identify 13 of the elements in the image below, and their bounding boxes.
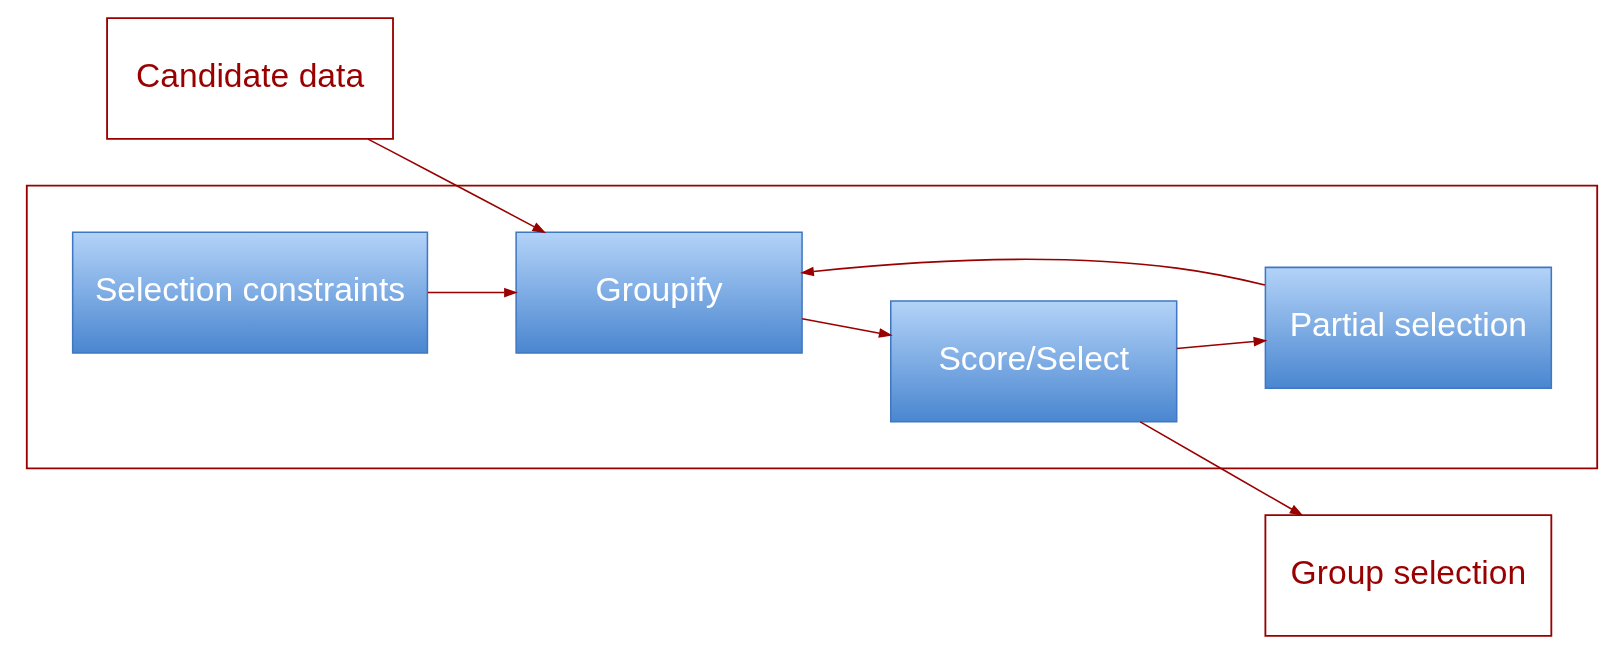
arrow [367,138,547,234]
node-box: Partial selection [1264,266,1553,389]
arrow [1139,421,1304,516]
node-box: Group selection [1264,514,1553,637]
arrow [801,318,893,338]
node-box: Candidate data [106,17,394,140]
node-box: Selection constraints [71,231,429,354]
arrow [800,258,1266,286]
arrow [427,287,518,298]
node-box: Score/Select [890,300,1178,423]
arrow [1176,336,1268,350]
cluster [25,184,1599,470]
node-box: Groupify [515,231,803,354]
